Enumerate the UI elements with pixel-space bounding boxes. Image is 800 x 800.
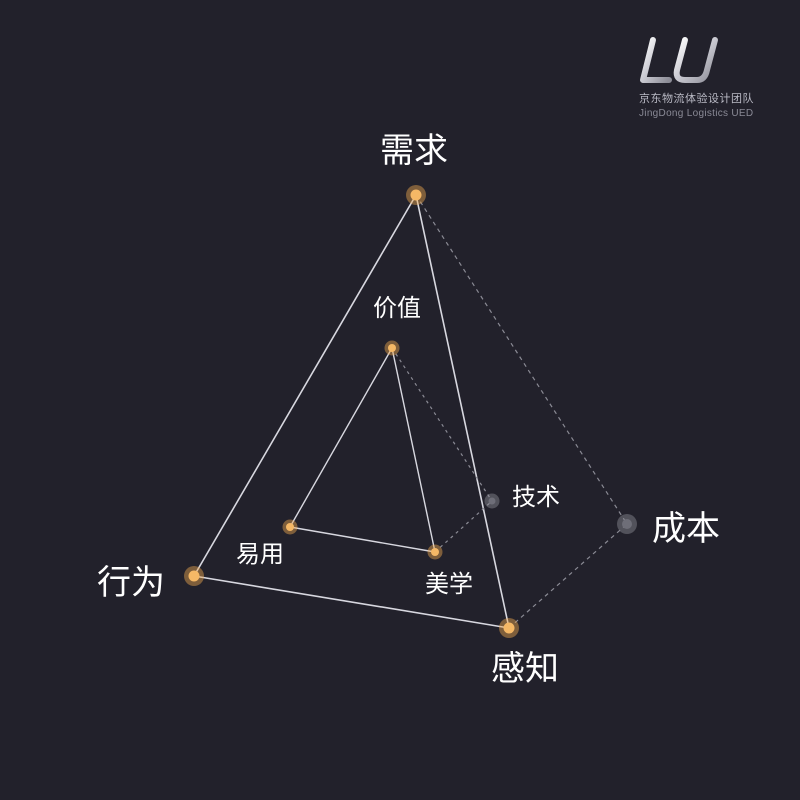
node-demand [406, 185, 426, 205]
edge-aesthetics-technology [434, 500, 493, 553]
node-aesthetics [427, 544, 443, 560]
label-usability: 易用 [236, 540, 284, 568]
node-perception [499, 618, 519, 638]
edge-value-technology [391, 347, 493, 502]
edge-usability-aesthetics [289, 526, 436, 553]
edge-demand-perception [415, 194, 510, 629]
label-value: 价值 [373, 294, 421, 322]
label-demand: 需求 [380, 131, 448, 171]
node-usability [282, 519, 298, 535]
edge-value-usability [289, 347, 393, 528]
logo-team-cn: 京东物流体验设计团队 [639, 92, 754, 105]
brand-logo: 京东物流体验设计团队 JingDong Logistics UED [639, 36, 754, 119]
edge-perception-cost [508, 523, 628, 629]
label-technology: 技术 [512, 483, 560, 511]
logo-team-en: JingDong Logistics UED [639, 108, 754, 119]
label-aesthetics: 美学 [425, 570, 473, 598]
label-cost: 成本 [652, 509, 720, 549]
lue-logo-icon [640, 37, 748, 83]
node-technology [484, 493, 500, 509]
label-perception: 感知 [491, 649, 559, 689]
edge-value-aesthetics [391, 347, 436, 553]
edge-demand-behavior [193, 194, 417, 577]
node-behavior [184, 566, 204, 586]
edge-demand-cost [415, 194, 628, 525]
label-behavior: 行为 [97, 563, 165, 603]
node-cost [617, 514, 637, 534]
edge-behavior-perception [193, 575, 510, 629]
node-value [384, 340, 400, 356]
